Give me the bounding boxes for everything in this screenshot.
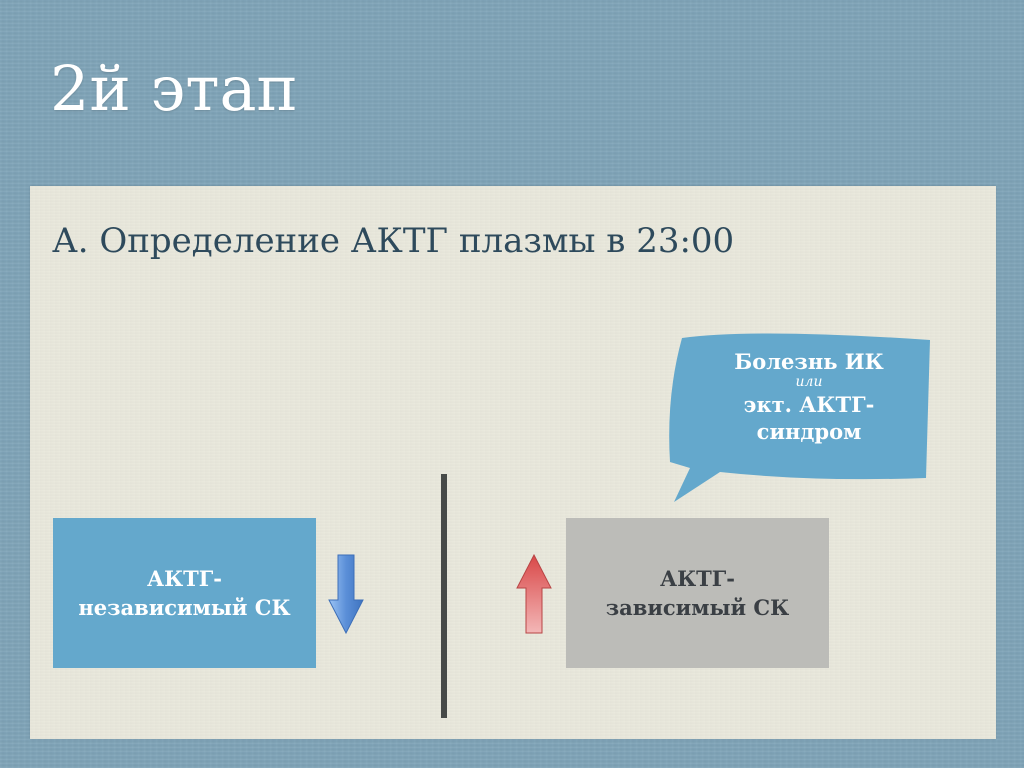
callout-connector: или	[795, 374, 823, 391]
arrow-down-icon	[328, 554, 364, 634]
callout-line-1: Болезнь ИК	[734, 349, 884, 374]
arrow-up-icon	[516, 554, 552, 634]
box-line-2: независимый СК	[78, 595, 291, 620]
callout-line-3: синдром	[756, 418, 862, 444]
callout-line-2: экт. АКТГ-	[743, 391, 875, 417]
box-line-1: АКТГ-	[659, 565, 736, 591]
acth-dependent-box: АКТГ- зависимый СК	[566, 518, 829, 668]
slide-subtitle: А. Определение АКТГ плазмы в 23:00	[52, 221, 735, 261]
callout-bubble: Болезнь ИК или экт. АКТГ- синдром	[664, 326, 934, 516]
content-panel: А. Определение АКТГ плазмы в 23:00 Болез…	[30, 186, 996, 739]
speech-bubble-shape	[669, 333, 930, 502]
box-line-1: АКТГ-	[146, 565, 223, 591]
callout-text: Болезнь ИК или экт. АКТГ- синдром	[686, 348, 932, 445]
box-line-2: зависимый СК	[605, 595, 790, 620]
vertical-divider	[441, 474, 447, 718]
acth-independent-box: АКТГ- независимый СК	[53, 518, 316, 668]
slide-title: 2й этап	[50, 52, 298, 125]
